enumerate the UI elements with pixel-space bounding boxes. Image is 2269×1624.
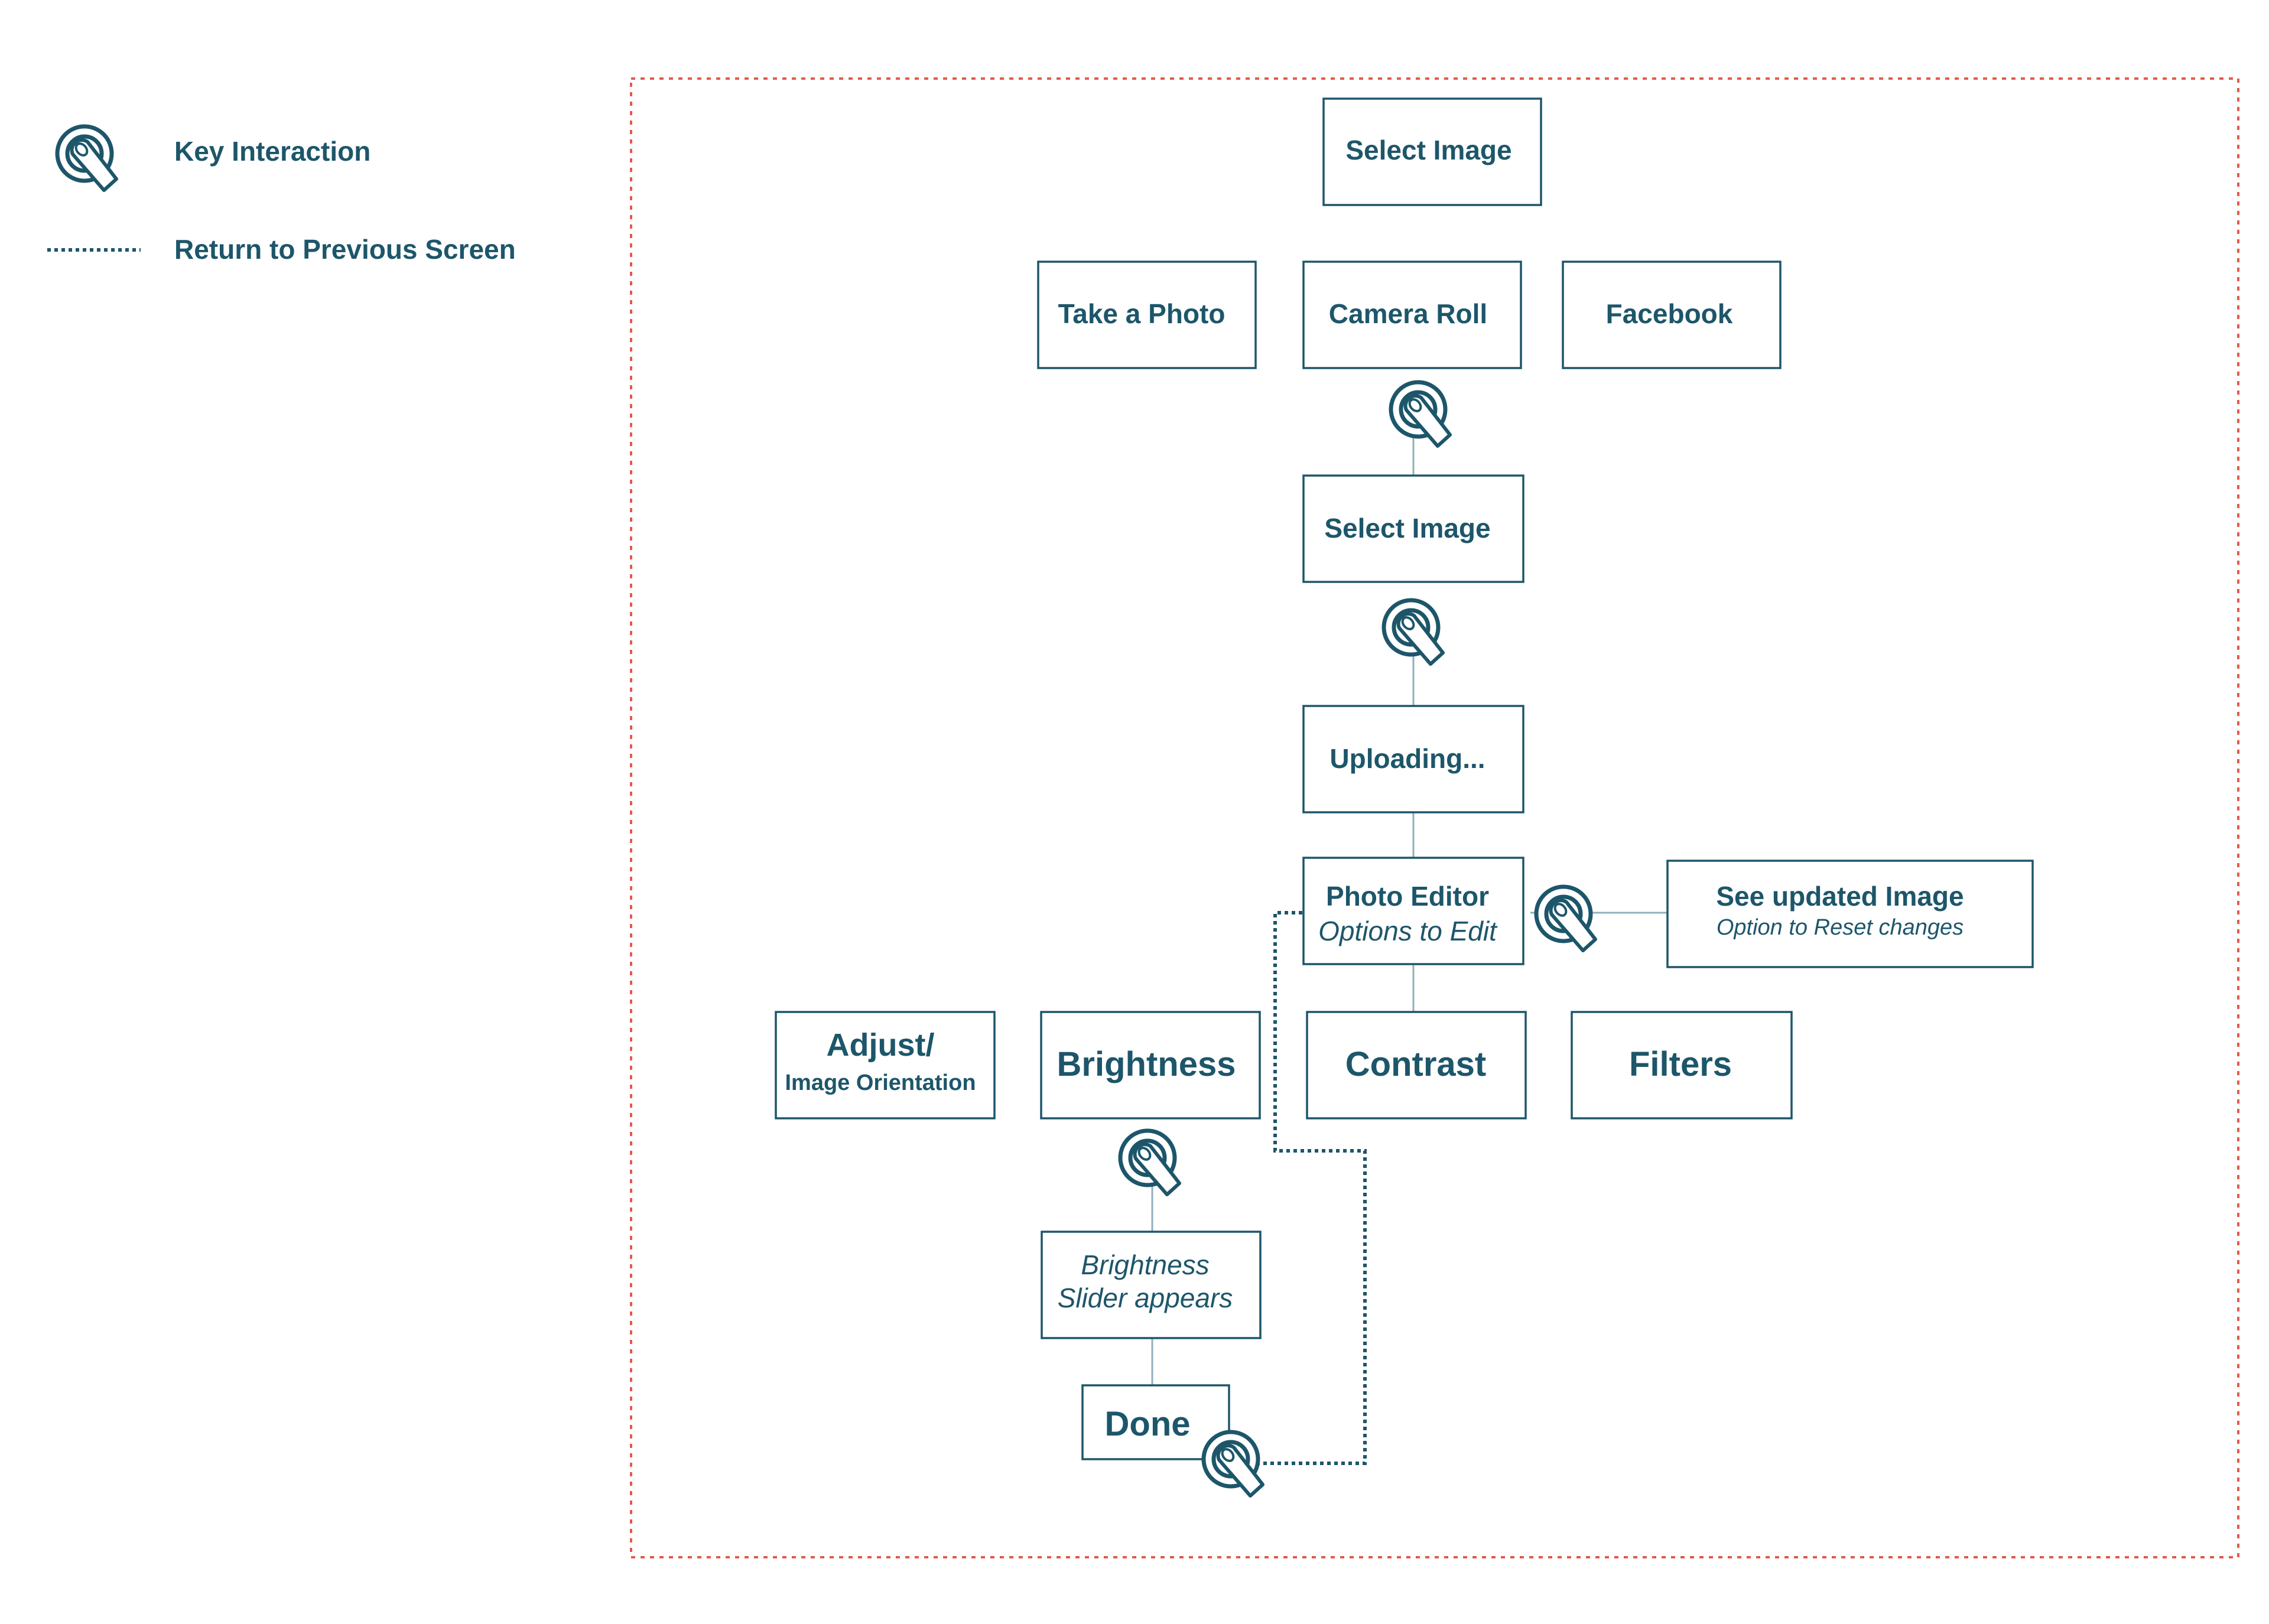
- node-camera-roll-label: Camera Roll: [1329, 298, 1487, 329]
- node-contrast-label: Contrast: [1345, 1045, 1486, 1083]
- node-adjust-subtitle: Image Orientation: [785, 1070, 976, 1095]
- return-path: [1259, 911, 1367, 1465]
- node-see-updated-subtitle: Option to Reset changes: [1717, 915, 1964, 940]
- node-see-updated-image[interactable]: See updated Image Option to Reset change…: [1666, 860, 2034, 968]
- screen-frame: [630, 77, 2239, 1558]
- node-select-image-top-label: Select Image: [1345, 135, 1511, 165]
- node-filters[interactable]: Filters: [1571, 1011, 1793, 1119]
- tap-gesture-icon: [1384, 600, 1443, 664]
- node-uploading[interactable]: Uploading...: [1302, 705, 1524, 813]
- tap-gesture-icon: [57, 126, 116, 190]
- legend-return-label: Return to Previous Screen: [174, 234, 516, 265]
- node-uploading-label: Uploading...: [1329, 743, 1485, 774]
- node-filters-label: Filters: [1629, 1045, 1732, 1083]
- node-select-image-top[interactable]: Select Image: [1322, 97, 1542, 206]
- node-take-photo-label: Take a Photo: [1058, 298, 1225, 329]
- node-select-image-label: Select Image: [1324, 513, 1490, 543]
- node-done-label: Done: [1105, 1405, 1191, 1443]
- node-take-photo[interactable]: Take a Photo: [1037, 261, 1257, 369]
- tap-gesture-icon: [1391, 382, 1450, 446]
- tap-gesture-icon: [1204, 1432, 1263, 1496]
- node-photo-editor-subtitle: Options to Edit: [1318, 916, 1498, 946]
- node-brightness-label: Brightness: [1057, 1045, 1236, 1083]
- node-adjust[interactable]: Adjust/ Image Orientation: [775, 1011, 996, 1119]
- legend: Key Interaction Return to Previous Scree…: [47, 126, 516, 265]
- node-adjust-title: Adjust/: [827, 1027, 935, 1063]
- node-contrast[interactable]: Contrast: [1306, 1011, 1527, 1119]
- tap-gesture-icon: [1536, 887, 1595, 951]
- node-photo-editor-title: Photo Editor: [1326, 881, 1489, 912]
- node-slider-line2: Slider appears: [1058, 1283, 1233, 1313]
- legend-key-interaction-label: Key Interaction: [174, 136, 370, 167]
- node-brightness[interactable]: Brightness: [1040, 1011, 1261, 1119]
- tap-gesture-icon: [1120, 1131, 1179, 1195]
- node-select-image[interactable]: Select Image: [1302, 474, 1524, 583]
- node-photo-editor[interactable]: Photo Editor Options to Edit: [1302, 857, 1524, 965]
- node-slider-line1: Brightness: [1081, 1249, 1209, 1280]
- node-facebook-label: Facebook: [1606, 298, 1733, 329]
- node-brightness-slider[interactable]: Brightness Slider appears: [1041, 1231, 1262, 1339]
- node-camera-roll[interactable]: Camera Roll: [1302, 261, 1522, 369]
- node-facebook[interactable]: Facebook: [1562, 261, 1782, 369]
- node-see-updated-title: See updated Image: [1716, 881, 1964, 912]
